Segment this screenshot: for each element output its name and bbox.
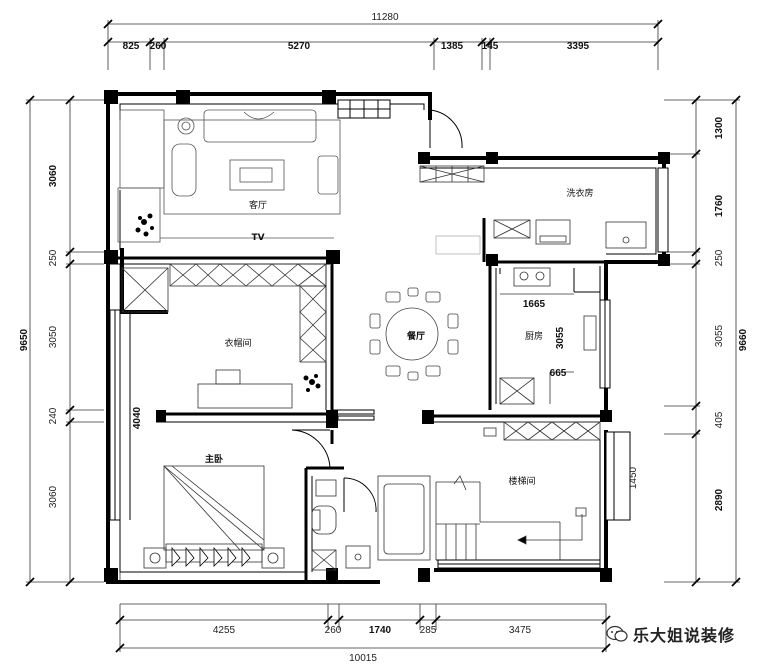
top-dim-3: 5270 <box>288 41 311 52</box>
right-dim-4: 3055 <box>714 324 725 347</box>
left-dim-4: 240 <box>48 407 59 424</box>
dining-sideboard <box>435 235 481 255</box>
doors <box>291 109 463 513</box>
cloakroom-wardrobes <box>121 263 327 409</box>
laundry-label: 洗衣房 <box>566 187 593 199</box>
living-room-furniture <box>117 109 341 243</box>
watermark-text: 乐大姐说装修 <box>633 626 736 645</box>
right-dimension-ticks <box>691 95 741 587</box>
bottom-dim-2: 260 <box>325 625 342 636</box>
structural-columns <box>104 90 670 582</box>
kitchen-height-dimension: 3055 <box>555 326 566 349</box>
top-dimension-ticks <box>103 19 663 47</box>
left-dim-5: 3060 <box>48 485 59 508</box>
bottom-dim-5: 3475 <box>509 625 532 636</box>
left-dim-3: 3050 <box>48 325 59 348</box>
right-total-dimension: 9660 <box>738 328 749 351</box>
kitchen-fixtures <box>499 267 597 405</box>
kitchen-width-dimension: 1665 <box>523 299 546 310</box>
left-inner-dimension: 4040 <box>132 406 143 429</box>
master-bedroom-label: 主卧 <box>205 453 223 465</box>
interior-thin-walls <box>108 263 600 572</box>
top-dim-1: 825 <box>123 41 140 52</box>
right-dim-6: 2890 <box>714 488 725 511</box>
right-dim-3: 250 <box>714 249 725 266</box>
dining-label: 餐厅 <box>406 330 425 342</box>
left-dim-2: 250 <box>48 249 59 266</box>
top-dim-5: 145 <box>482 41 499 52</box>
watermark: 乐大姐说装修 <box>606 622 735 646</box>
bottom-dimension-lines <box>119 603 607 652</box>
right-dim-1: 1300 <box>714 116 725 139</box>
bed-pillows <box>171 546 251 567</box>
tv-label: TV <box>251 233 264 243</box>
wechat-icon <box>606 625 628 642</box>
right-dim-5: 405 <box>714 411 725 428</box>
bottom-dim-3: 1740 <box>369 625 392 636</box>
cloakroom-plant <box>303 374 321 392</box>
top-dim-4: 1385 <box>441 41 464 52</box>
right-dim-2: 1760 <box>714 194 725 217</box>
top-dim-2: 260 <box>150 41 167 52</box>
kitchen-label: 厨房 <box>525 330 543 342</box>
stair-room-label: 楼梯间 <box>508 475 535 487</box>
bottom-total-dimension: 10015 <box>349 653 377 664</box>
top-dim-6: 3395 <box>567 41 590 52</box>
left-dimension-lines <box>26 99 121 583</box>
top-dimension-lines <box>107 20 659 70</box>
bathroom-fixtures <box>311 479 371 571</box>
bottom-dimension-ticks <box>115 615 611 653</box>
cloakroom-label: 衣帽间 <box>224 337 251 349</box>
laundry-fixtures <box>419 165 647 249</box>
dining-table <box>369 287 459 381</box>
bottom-dim-1: 4255 <box>213 625 236 636</box>
right-inner-dimension: 1450 <box>628 466 639 489</box>
left-dim-1: 3060 <box>48 164 59 187</box>
windows <box>109 99 669 569</box>
bottom-dim-4: 285 <box>420 625 437 636</box>
left-total-dimension: 9650 <box>19 328 30 351</box>
living-room-label: 客厅 <box>249 199 267 211</box>
left-dimension-ticks <box>25 95 75 587</box>
top-total-dimension: 11280 <box>371 12 399 23</box>
interior-walls <box>108 218 606 582</box>
stair-and-tub <box>377 421 601 561</box>
living-room-plant <box>135 213 154 237</box>
kitchen-small-dimension: 665 <box>550 368 567 379</box>
